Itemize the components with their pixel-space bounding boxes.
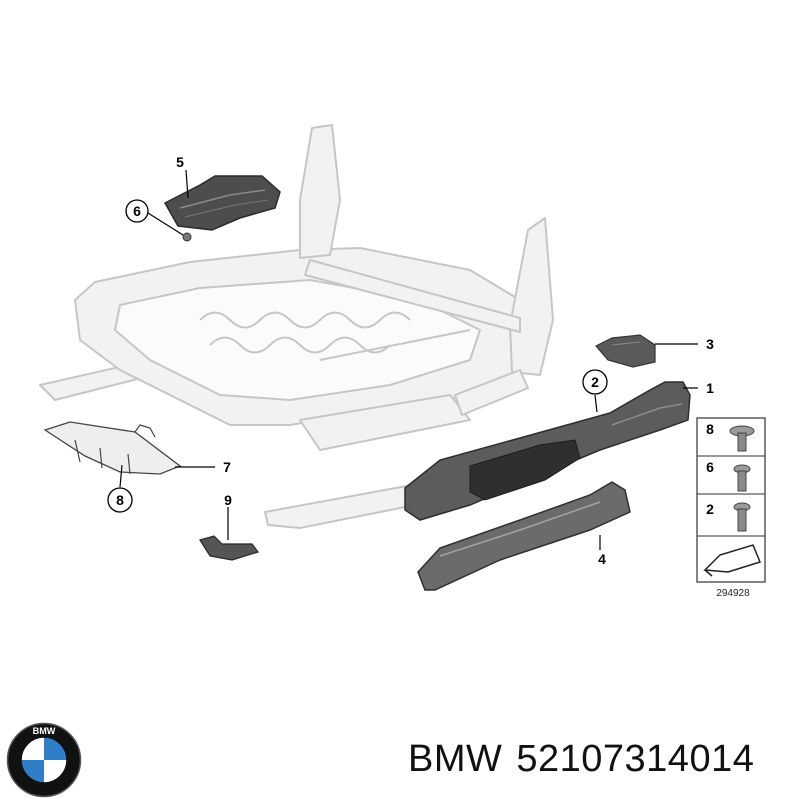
- part-1-side-cover[interactable]: [404, 381, 691, 521]
- bmw-logo: BMW: [6, 722, 82, 798]
- logo-lettering: BMW: [33, 726, 56, 736]
- reference-number: 294928: [716, 588, 750, 599]
- leader-lines: [119, 169, 698, 550]
- arrow-icon: [703, 544, 762, 577]
- callout-2: 2: [591, 374, 599, 390]
- screw-8-icon: [729, 425, 755, 452]
- part-number: 52107314014: [516, 738, 755, 780]
- callout-6: 6: [133, 203, 141, 219]
- callout-8-circled: 8: [107, 487, 133, 513]
- callout-6-circled: 6: [125, 199, 149, 223]
- callout-8: 8: [116, 492, 124, 508]
- part-caption: BMW 52107314014: [408, 738, 768, 781]
- callout-7: 7: [223, 459, 231, 475]
- callout-4: 4: [598, 551, 606, 567]
- callout-3: 3: [706, 336, 714, 352]
- part-7-bracket[interactable]: [43, 421, 182, 475]
- callout-1: 1: [706, 380, 714, 396]
- legend-label-8: 8: [706, 421, 714, 437]
- part-9-clip[interactable]: [199, 535, 259, 561]
- seat-frame: [39, 124, 554, 529]
- callout-9: 9: [224, 492, 232, 508]
- brand-name: BMW: [408, 738, 503, 780]
- callout-5: 5: [176, 154, 184, 170]
- legend-label-2: 2: [706, 501, 714, 517]
- screw-2-icon: [733, 502, 751, 532]
- screw-6-icon: [733, 464, 751, 492]
- callout-2-circled: 2: [582, 369, 608, 395]
- callout-labels: 5 6 3 2 1 4 7 8 9: [107, 154, 714, 567]
- part-5-side-trim[interactable]: [163, 175, 281, 231]
- part-4-lower-trim[interactable]: [417, 481, 631, 591]
- legend-label-6: 6: [706, 459, 714, 475]
- part-3-cap[interactable]: [595, 334, 656, 368]
- fastener-legend: 8 6 2 294928: [696, 417, 766, 599]
- part-6-screw[interactable]: [182, 232, 192, 242]
